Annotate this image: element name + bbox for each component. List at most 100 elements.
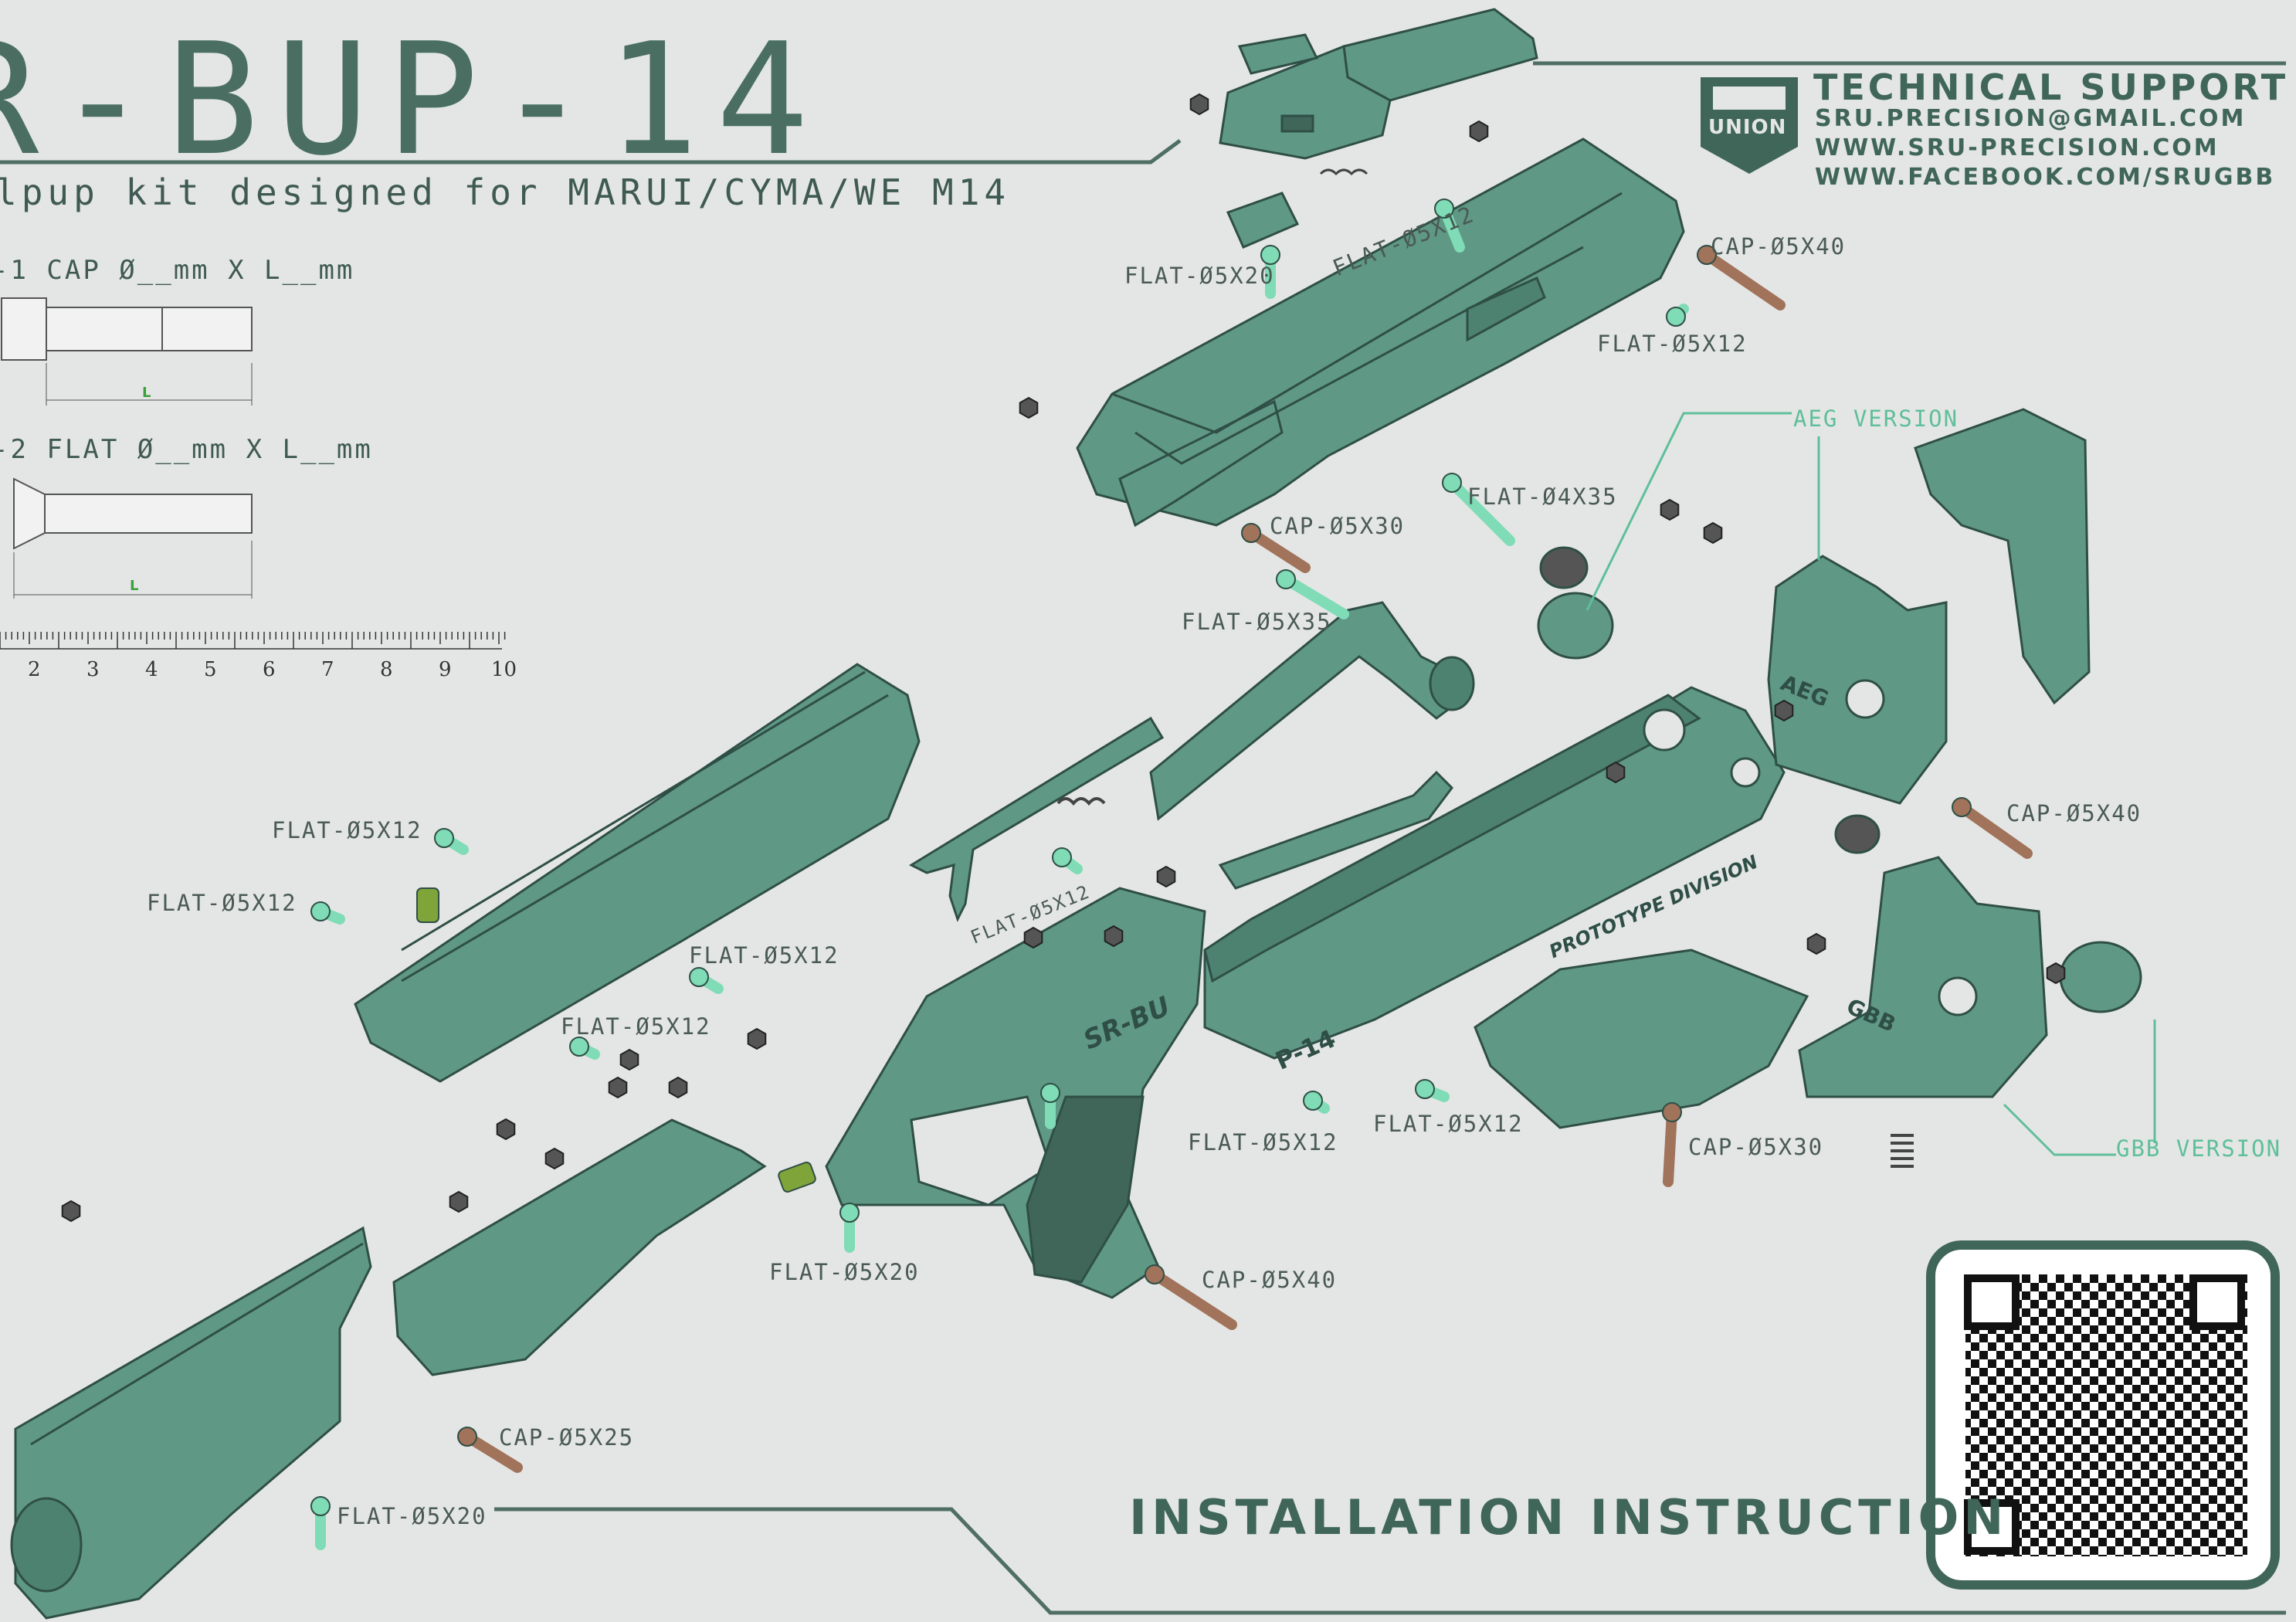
product-title: R-BUP-14 xyxy=(0,10,826,190)
ruler-num-9: 9 xyxy=(439,658,452,681)
label-flat-05x20-low: FLAT-Ø5X20 xyxy=(337,1503,487,1529)
nut-20 xyxy=(2046,962,2066,985)
main-chassis xyxy=(1203,686,1786,1060)
gbb-block xyxy=(1798,856,2048,1098)
nut-15 xyxy=(496,1118,516,1141)
support-facebook: WWW.FACEBOOK.COM/SRUGBB xyxy=(1815,164,2276,191)
label-cap-05x40-right: CAP-Ø5X40 xyxy=(2006,800,2142,826)
screw-5 xyxy=(1446,477,1515,546)
screw-head-13 xyxy=(1052,847,1072,867)
label-flat-04x35: FLAT-Ø4X35 xyxy=(1467,484,1618,510)
nut-2 xyxy=(1469,120,1489,143)
label-cap-05x40-top: CAP-Ø5X40 xyxy=(1711,233,1847,260)
ruler-num-2: 2 xyxy=(28,658,41,681)
lower-handguard xyxy=(392,1118,767,1376)
lower-receiver-grip xyxy=(825,887,1206,1299)
front-rail-section xyxy=(10,1226,372,1620)
screw-head-19 xyxy=(457,1427,477,1447)
buffer-pads xyxy=(1537,546,2142,1013)
label-aeg-version: AEG VERSION xyxy=(1793,406,1959,432)
label-flat-05x20-top: FLAT-Ø5X20 xyxy=(1124,263,1275,289)
screw-head-11 xyxy=(689,967,709,987)
ruler-num-5: 5 xyxy=(204,658,217,681)
nut-1 xyxy=(1189,93,1209,116)
nut-17 xyxy=(449,1190,469,1213)
nut-19 xyxy=(1806,932,1826,955)
logo-text: UNION xyxy=(1708,116,1787,139)
ruler xyxy=(0,632,506,650)
label-cap-05x30-mid: CAP-Ø5X30 xyxy=(1270,513,1406,539)
label-flat-05x35: FLAT-Ø5X35 xyxy=(1182,609,1332,635)
screw-head-21 xyxy=(1040,1083,1060,1103)
cheek-rest xyxy=(1474,948,1809,1129)
screw-head-2 xyxy=(1434,199,1454,219)
screw-head-1 xyxy=(1260,245,1280,265)
version-leaders xyxy=(1585,412,2156,1156)
nut-7 xyxy=(1606,761,1626,784)
screw-head-14 xyxy=(1303,1091,1323,1111)
nut-18 xyxy=(61,1200,81,1223)
nut-10 xyxy=(1023,926,1043,949)
ruler-num-4: 4 xyxy=(145,658,158,681)
fasteners xyxy=(61,93,2066,1550)
label-gbb-version: GBB VERSION xyxy=(2116,1135,2282,1162)
screw-head-18 xyxy=(1145,1264,1165,1284)
aeg-block xyxy=(1767,555,1948,805)
screw-16 xyxy=(1663,1107,1677,1187)
flat-length-label: L xyxy=(130,578,139,594)
nut-4 xyxy=(1660,498,1680,521)
screw-6 xyxy=(1246,528,1311,573)
sr-union-logo xyxy=(1701,77,1798,174)
installation-instruction: INSTALLATION INSTRUCTION xyxy=(1129,1489,2009,1546)
bolt-parts xyxy=(1226,168,1368,249)
support-email: SRU.PRECISION@GMAIL.COM xyxy=(1815,105,2247,132)
ruler-num-8: 8 xyxy=(380,658,393,681)
upper-rail-handguard xyxy=(354,663,921,1083)
cap-length-label: L xyxy=(142,385,151,401)
screw-head-3 xyxy=(1666,307,1686,327)
screw-head-8 xyxy=(1952,797,1972,817)
label-cap-05x40-low: CAP-Ø5X40 xyxy=(1202,1267,1338,1293)
hammer-arm xyxy=(1218,770,1453,890)
nut-5 xyxy=(1703,521,1723,545)
label-cap-05x30-low: CAP-Ø5X30 xyxy=(1688,1134,1824,1160)
charging-handle xyxy=(1149,601,1475,821)
nut-6 xyxy=(1774,699,1794,722)
upper-receiver xyxy=(1076,137,1685,528)
frame-lines xyxy=(0,61,2286,1615)
ruler-num-7: 7 xyxy=(321,658,334,681)
nut-3 xyxy=(1019,396,1039,419)
pin-lower xyxy=(778,1162,816,1193)
screw-head-5 xyxy=(1442,473,1462,493)
support-website: WWW.SRU-PRECISION.COM xyxy=(1815,134,2220,161)
screw-4 xyxy=(1701,249,1786,310)
support-heading: TECHNICAL SUPPORT xyxy=(1813,66,2289,108)
nut-13 xyxy=(608,1076,628,1099)
label-cap-05x25: CAP-Ø5X25 xyxy=(499,1424,635,1451)
label-flat-05x12-right: FLAT-Ø5X12 xyxy=(1597,331,1748,357)
cap-screw-legend: -1 CAP Ø__mm X L__mm xyxy=(0,255,355,286)
label-flat-05x12-e: FLAT-Ø5X12 xyxy=(1188,1129,1338,1155)
flat-screw-diagram xyxy=(13,477,253,599)
screw-head-16 xyxy=(1662,1102,1682,1122)
product-subtitle: lpup kit designed for MARUI/CYMA/WE M14 xyxy=(0,171,1011,213)
nut-14 xyxy=(668,1076,688,1099)
label-flat-05x12-a: FLAT-Ø5X12 xyxy=(272,817,422,843)
nut-9 xyxy=(1104,925,1124,948)
screw-head-10 xyxy=(310,901,331,921)
screw-head-17 xyxy=(839,1203,860,1223)
screw-8 xyxy=(1956,802,2033,859)
label-flat-05x12-b: FLAT-Ø5X12 xyxy=(147,890,297,916)
label-flat-05x12-d: FLAT-Ø5X12 xyxy=(561,1013,711,1040)
nut-16 xyxy=(544,1147,565,1170)
ruler-num-6: 6 xyxy=(263,658,276,681)
cap-screw-diagram xyxy=(1,297,253,406)
screw-head-15 xyxy=(1415,1079,1435,1099)
screw-head-4 xyxy=(1697,245,1717,265)
qr-code xyxy=(1926,1240,2280,1590)
label-flat-05x12-f: FLAT-Ø5X12 xyxy=(1373,1111,1524,1137)
stock-plate xyxy=(1914,408,2091,705)
spring-gbb xyxy=(1891,1134,1914,1168)
label-flat-05x12-c: FLAT-Ø5X12 xyxy=(689,942,839,969)
